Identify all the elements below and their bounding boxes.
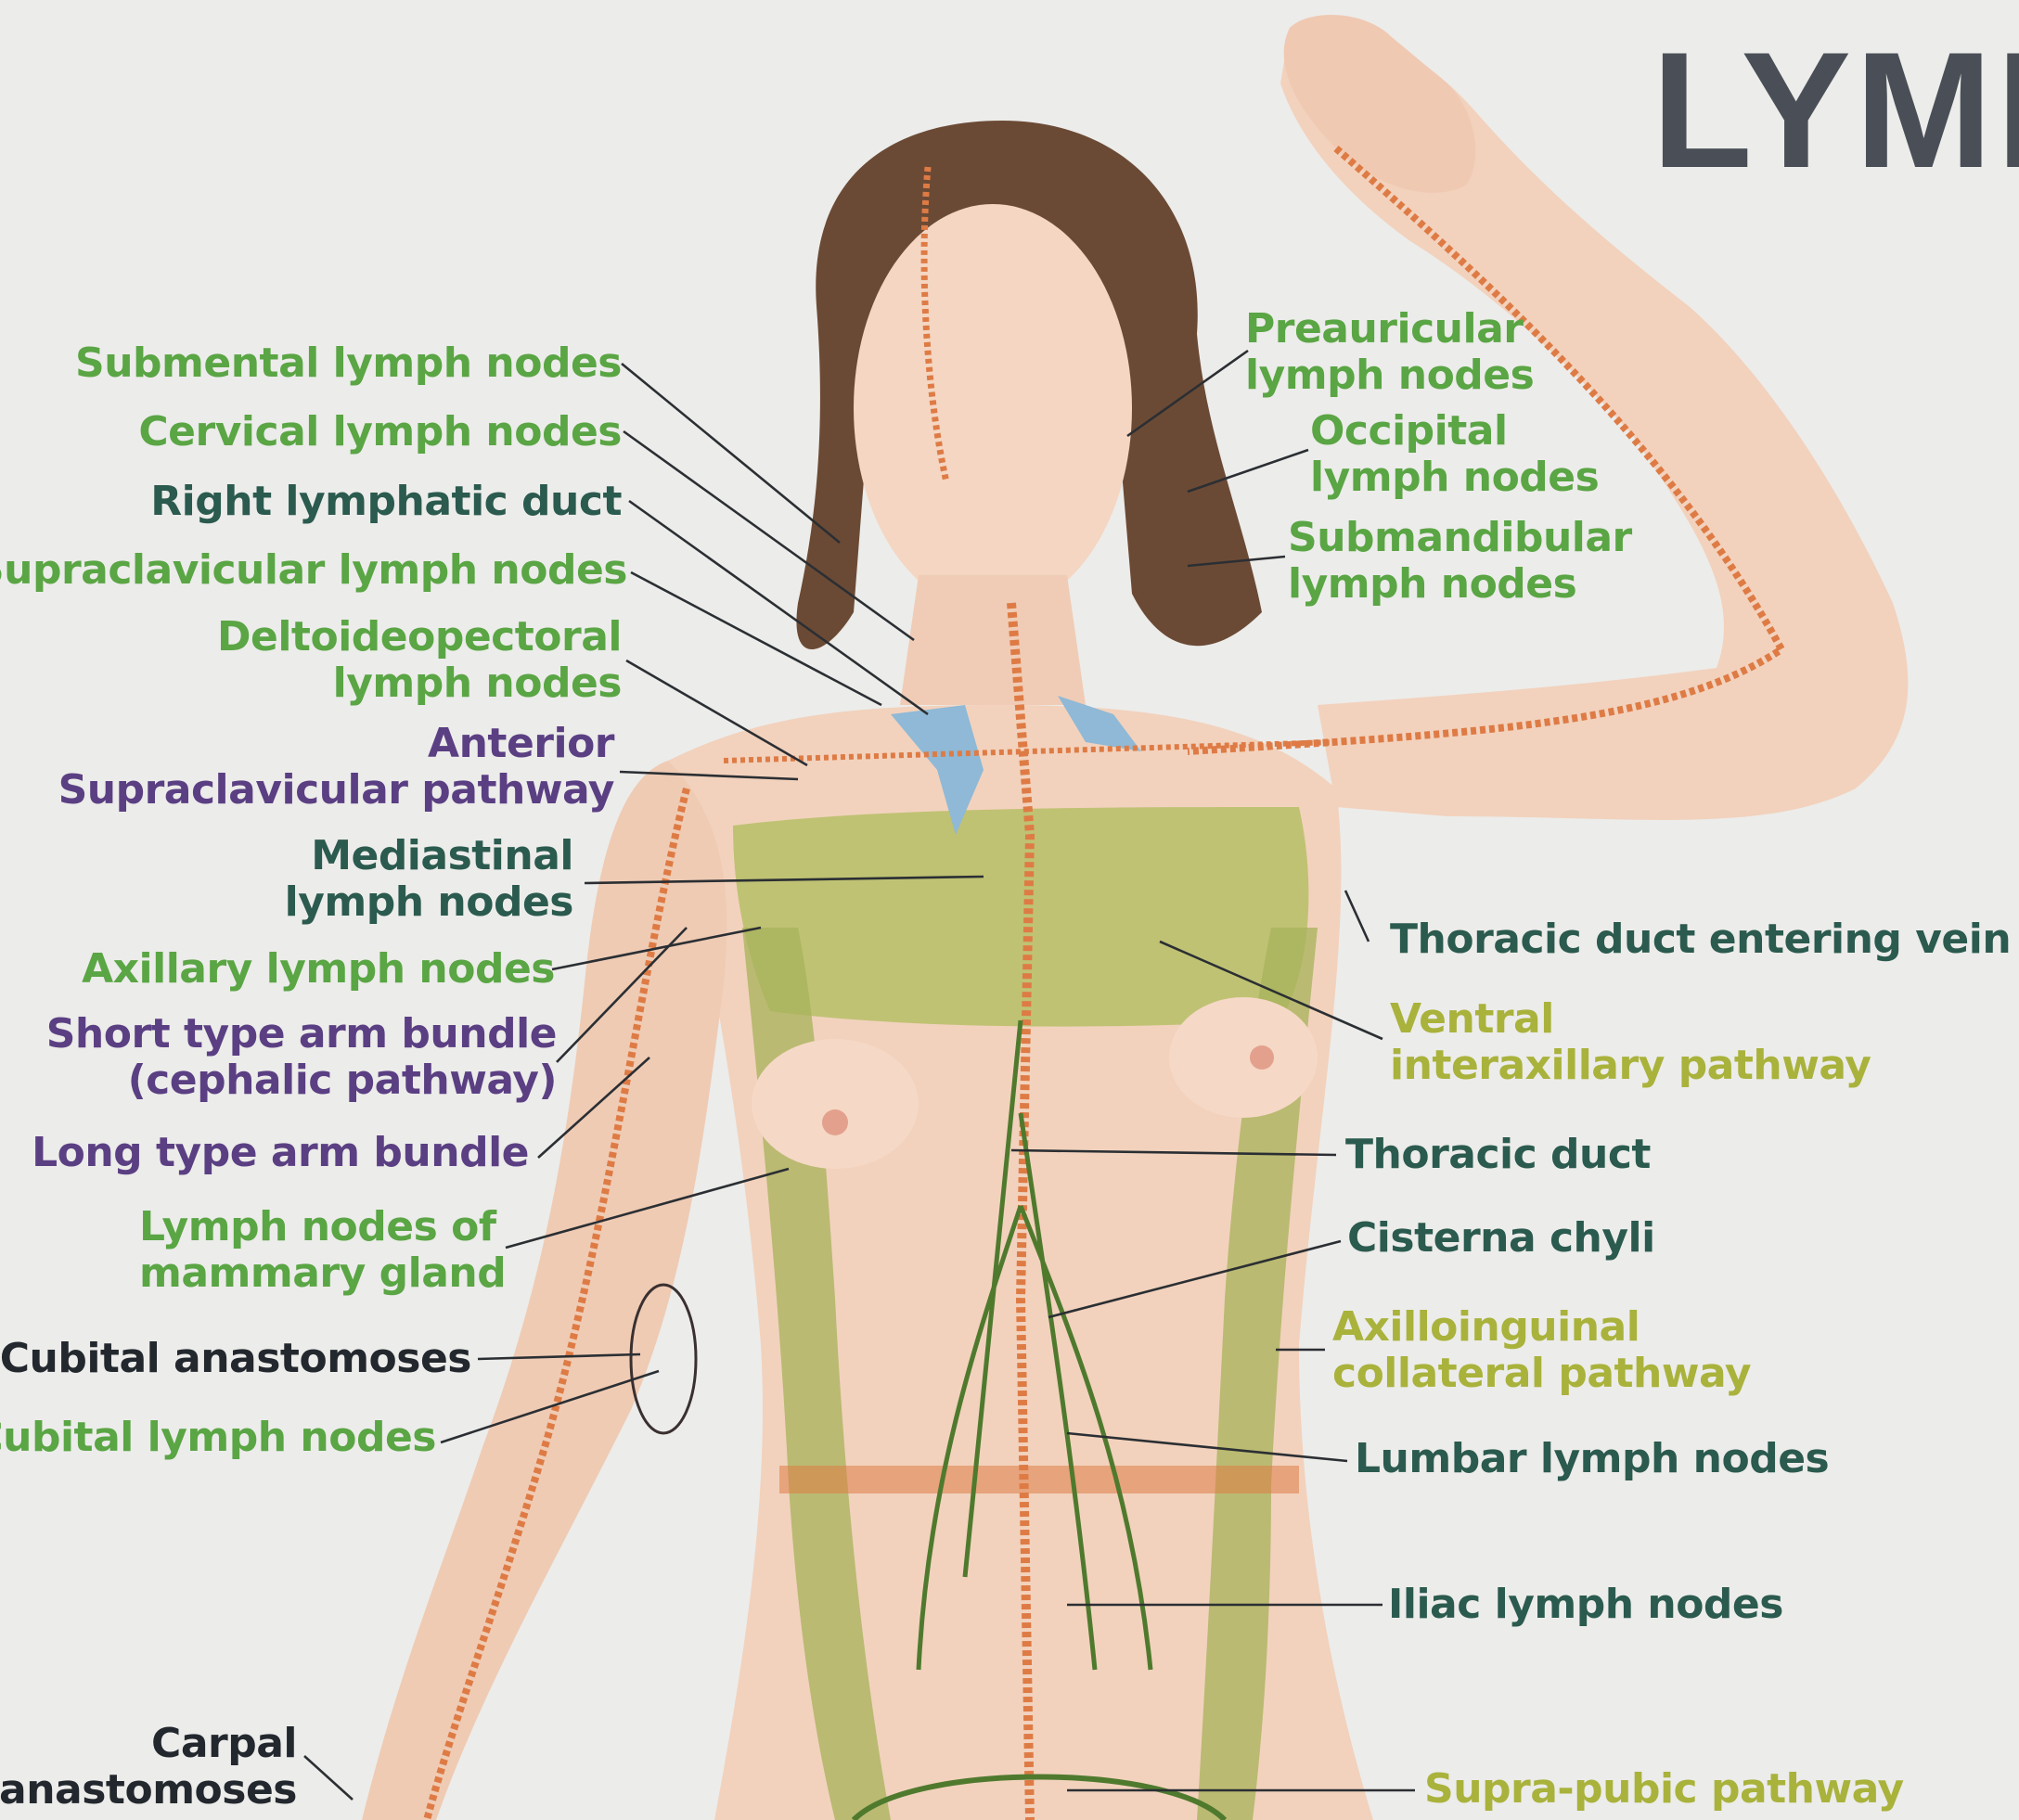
label-right-lymphatic-duct: Right lymphatic duct [150, 479, 622, 525]
label-short-type-arm-bundle: Short type arm bundle (cephalic pathway) [46, 1011, 557, 1104]
face [854, 204, 1132, 612]
waist-band [779, 1466, 1299, 1493]
label-axilloinguinal: Axilloinguinal collateral pathway [1332, 1304, 1751, 1397]
right-breast [1169, 997, 1318, 1118]
label-iliac: Iliac lymph nodes [1388, 1582, 1783, 1628]
label-axillary: Axillary lymph nodes [82, 946, 555, 993]
label-cubital-lymph-nodes: Cubital lymph nodes [0, 1415, 436, 1461]
title: LYMP [1652, 28, 2019, 193]
label-mammary-gland: Lymph nodes of mammary gland [139, 1204, 506, 1297]
label-preauricular: Preauricular lymph nodes [1245, 306, 1534, 399]
chest-lymph-region [733, 807, 1308, 1027]
label-cubital-anastomoses: Cubital anastomoses [0, 1336, 471, 1382]
label-supra-pubic: Supra-pubic pathway [1424, 1766, 1904, 1813]
label-submandibular: Submandibular lymph nodes [1288, 515, 1632, 608]
hand [1284, 15, 1476, 193]
label-thoracic-duct-entering-vein: Thoracic duct entering vein [1390, 916, 2011, 963]
label-deltoideopectoral: Deltoideopectoral lymph nodes [217, 614, 622, 707]
label-long-type-arm-bundle: Long type arm bundle [32, 1130, 529, 1176]
label-occipital: Occipital lymph nodes [1310, 408, 1599, 501]
label-mediastinal: Mediastinal lymph nodes [285, 833, 573, 926]
label-carpal-anastomoses: Carpal anastomoses [0, 1721, 297, 1814]
neck [900, 575, 1086, 705]
label-cervical: Cervical lymph nodes [138, 409, 622, 455]
right-nipple [1250, 1045, 1274, 1070]
label-thoracic-duct: Thoracic duct [1345, 1132, 1651, 1178]
label-submental: Submental lymph nodes [75, 340, 622, 387]
label-supraclavicular: Supraclavicular lymph nodes [0, 547, 627, 594]
label-anterior-supraclavicular: Anterior Supraclavicular pathway [58, 721, 614, 814]
left-nipple [822, 1109, 848, 1135]
label-cisterna-chyli: Cisterna chyli [1347, 1215, 1655, 1262]
left-breast [752, 1039, 919, 1169]
label-ventral-interaxillary: Ventral interaxillary pathway [1390, 996, 1871, 1089]
label-lumbar: Lumbar lymph nodes [1355, 1436, 1829, 1482]
